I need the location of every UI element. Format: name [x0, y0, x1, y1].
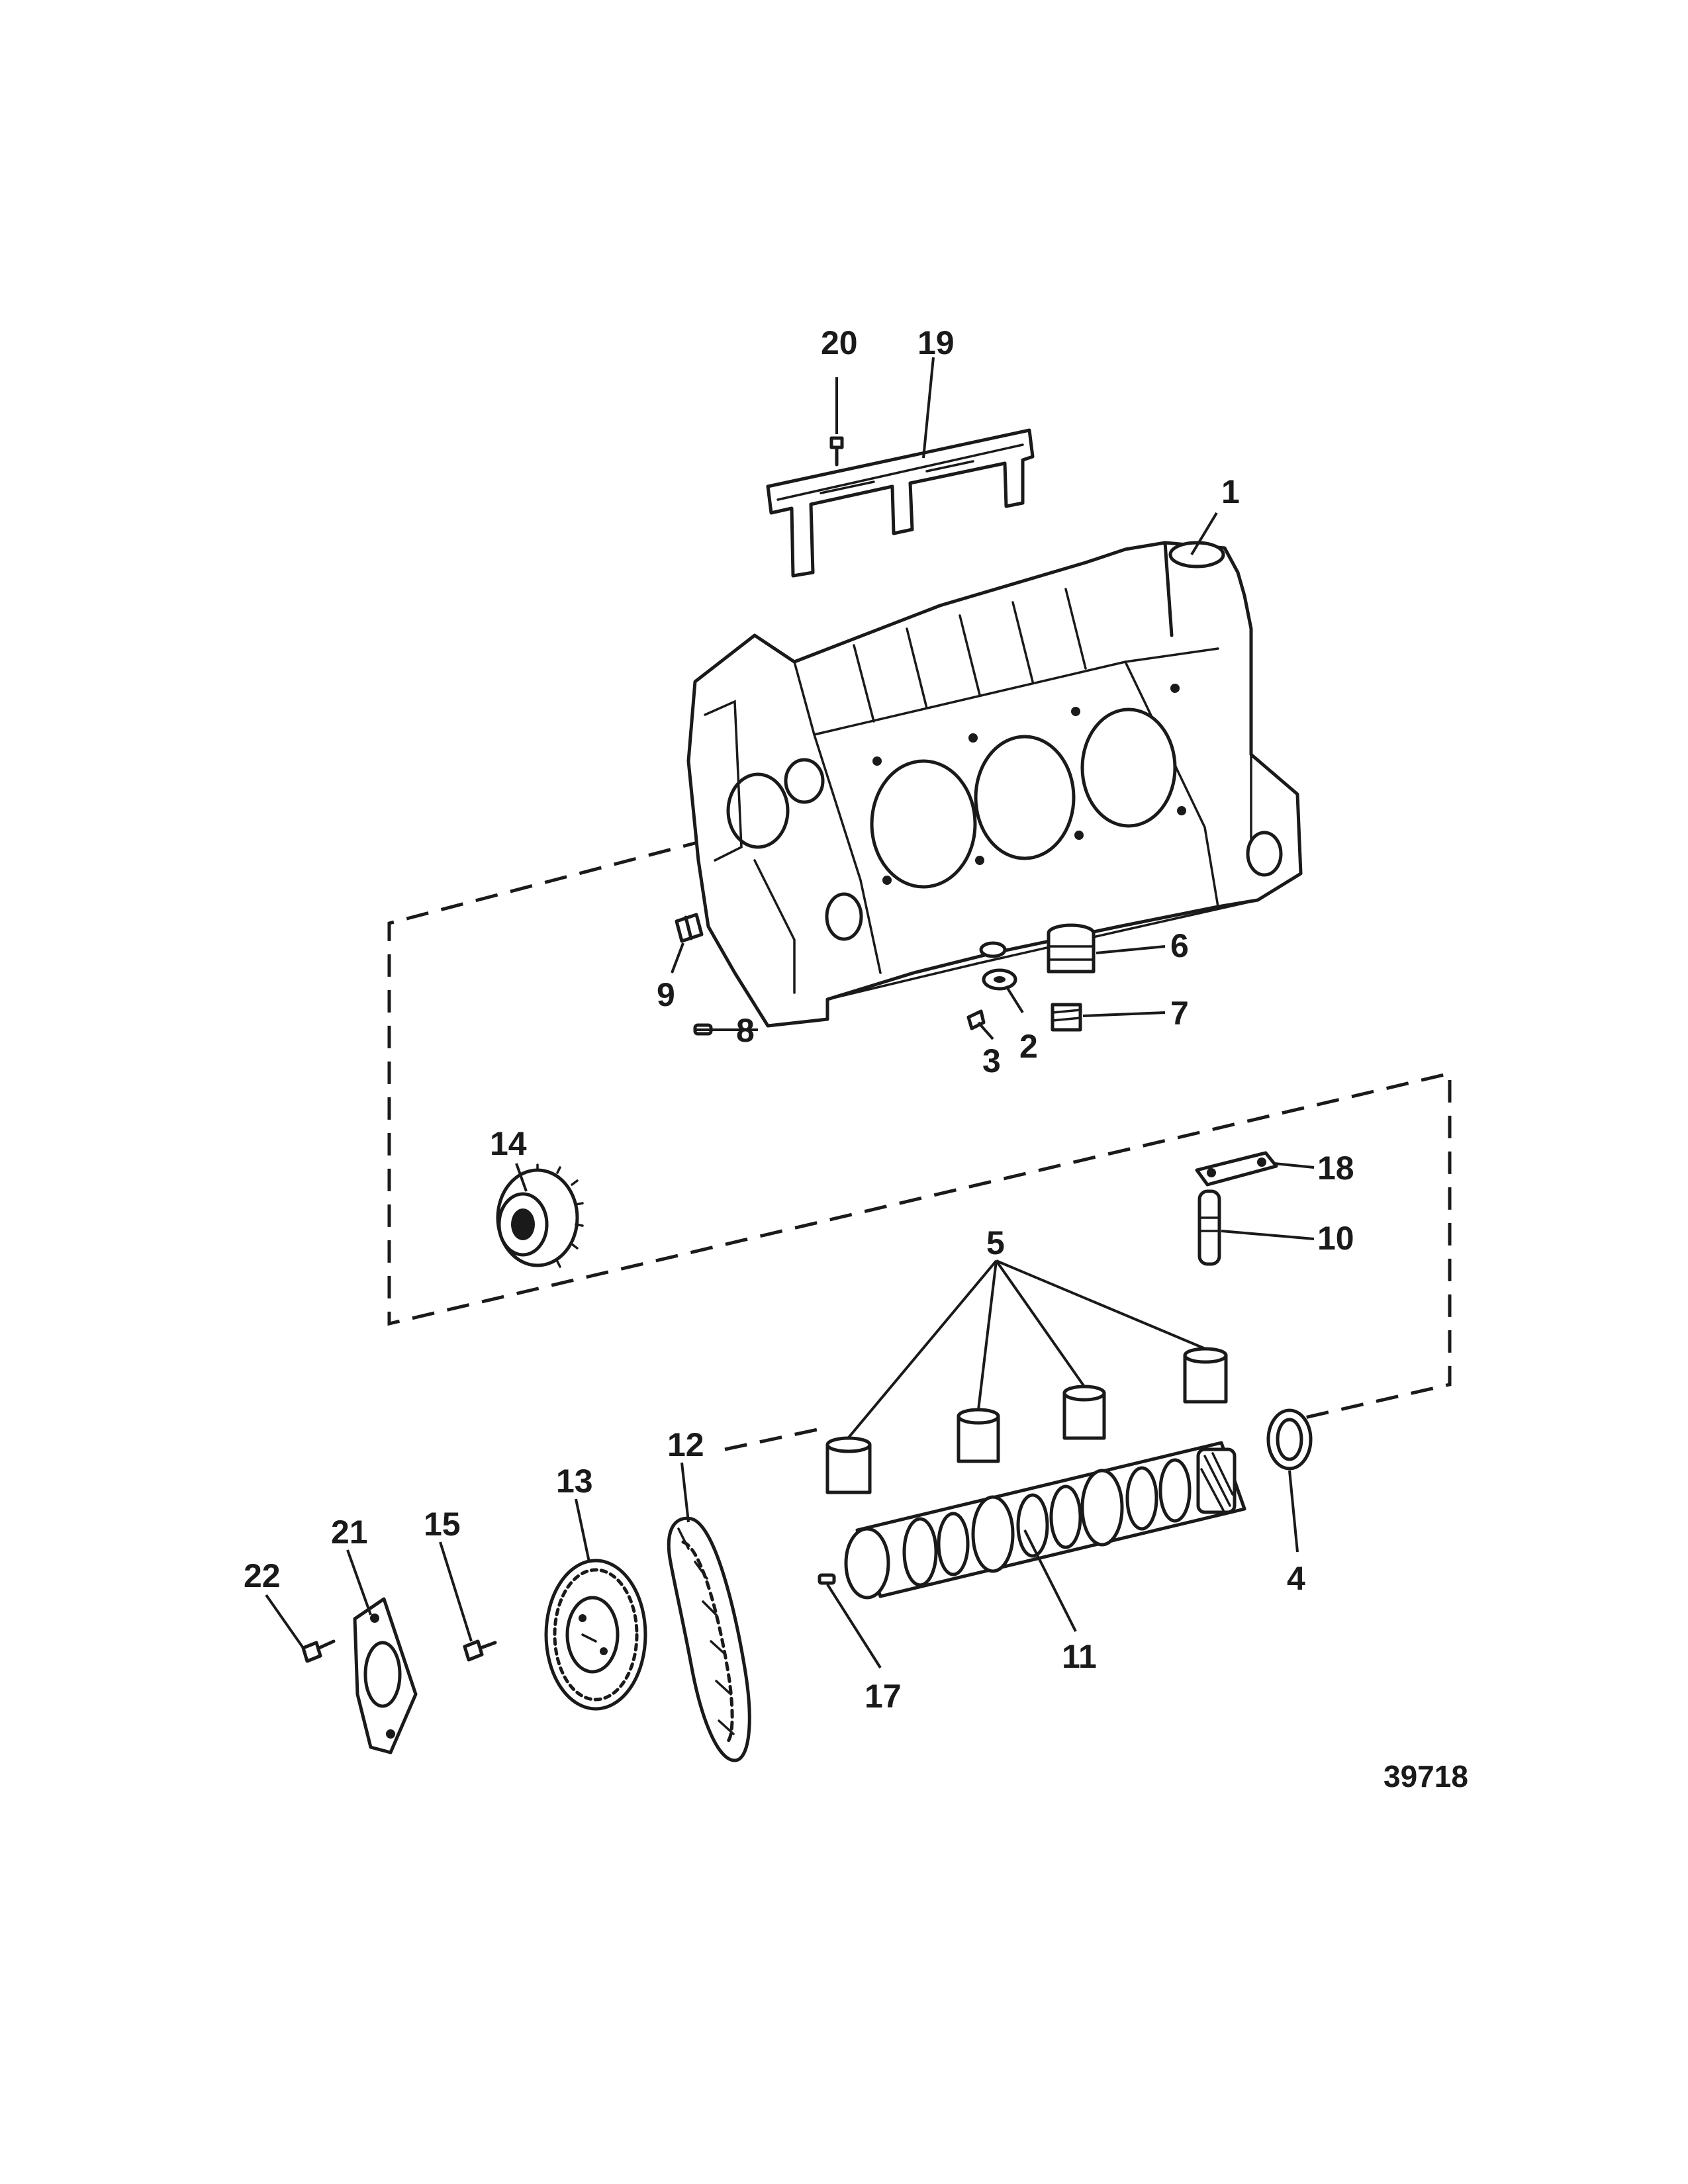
- cam-bearing-3: [1062, 1385, 1106, 1440]
- part-22-bolt: [301, 1639, 336, 1663]
- assembly-dashed-lines: [387, 839, 1452, 1451]
- part-13-cam-sprocket: [544, 1559, 647, 1711]
- callout-3: 3: [982, 1042, 1001, 1079]
- callout-21: 21: [331, 1514, 368, 1551]
- callout-2: 2: [1019, 1028, 1038, 1065]
- camshaft-lobes: [902, 1458, 1192, 1587]
- part-5-cam-bearings: [825, 1347, 1228, 1494]
- callout-13: 13: [556, 1463, 593, 1500]
- part-4-ring: [1266, 1408, 1313, 1471]
- callout-4: 4: [1287, 1560, 1305, 1597]
- callout-9: 9: [657, 976, 675, 1013]
- callout-22: 22: [244, 1557, 281, 1594]
- part-10-lifter: [1197, 1189, 1221, 1266]
- part-17-key: [818, 1573, 836, 1585]
- cam-bearing-2: [957, 1408, 1000, 1463]
- callout-10: 10: [1317, 1220, 1354, 1257]
- part-7-plug: [1051, 1003, 1082, 1032]
- callout-20: 20: [821, 324, 858, 361]
- part-15-bolt: [463, 1639, 497, 1662]
- part-1-engine-block: [686, 541, 1303, 1028]
- cam-bearing-1: [825, 1436, 872, 1494]
- part-19-bracket: [766, 428, 1035, 578]
- callout-17: 17: [865, 1678, 902, 1715]
- head-bolt-holes: [872, 684, 1186, 885]
- callout-11: 11: [1062, 1638, 1097, 1675]
- part-20-bolt: [829, 436, 844, 467]
- part-11-camshaft: [844, 1441, 1246, 1600]
- callout-18: 18: [1317, 1150, 1354, 1187]
- part-21-thrust-plate: [353, 1597, 418, 1754]
- callout-8: 8: [736, 1012, 755, 1049]
- part-12-timing-chain: [667, 1516, 751, 1762]
- callout-15: 15: [424, 1506, 461, 1543]
- callout-5: 5: [986, 1224, 1005, 1261]
- part-6-fitting: [1047, 923, 1096, 974]
- figure-number: 39718: [1383, 1759, 1468, 1794]
- part-14-gear: [496, 1163, 584, 1268]
- part-9-plug: [675, 913, 704, 943]
- callout-7: 7: [1170, 995, 1189, 1032]
- callout-19: 19: [917, 324, 955, 361]
- callout-6: 6: [1170, 927, 1189, 964]
- callout-labels: 1 19 20 6 7 9 8 3 2 14 18 10 5 4 11 17 1…: [244, 324, 1354, 1715]
- part-18-retainer: [1195, 1151, 1278, 1187]
- callout-14: 14: [490, 1125, 527, 1162]
- part-2-washer: [982, 968, 1017, 991]
- cam-bearing-4: [1183, 1347, 1228, 1404]
- callout-12: 12: [667, 1426, 704, 1463]
- callout-1: 1: [1221, 473, 1240, 510]
- leader-lines: [265, 357, 1315, 1669]
